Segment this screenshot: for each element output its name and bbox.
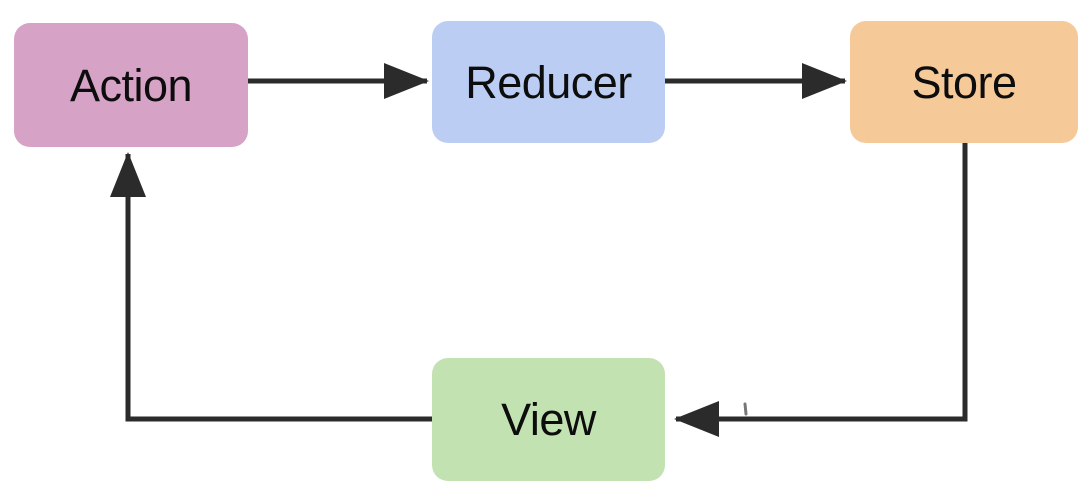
node-action-label: Action — [69, 59, 193, 111]
node-action[interactable]: Action — [14, 23, 248, 147]
node-reducer[interactable]: Reducer — [432, 21, 665, 143]
node-view[interactable]: View — [432, 358, 665, 481]
node-reducer-label: Reducer — [465, 56, 632, 108]
edge-store-to-view — [674, 143, 968, 437]
node-store[interactable]: Store — [850, 21, 1078, 143]
scan-artifact-tick — [743, 402, 748, 416]
edge-view-to-action — [110, 152, 432, 422]
node-view-label: View — [501, 394, 596, 445]
node-store-label: Store — [911, 56, 1017, 108]
